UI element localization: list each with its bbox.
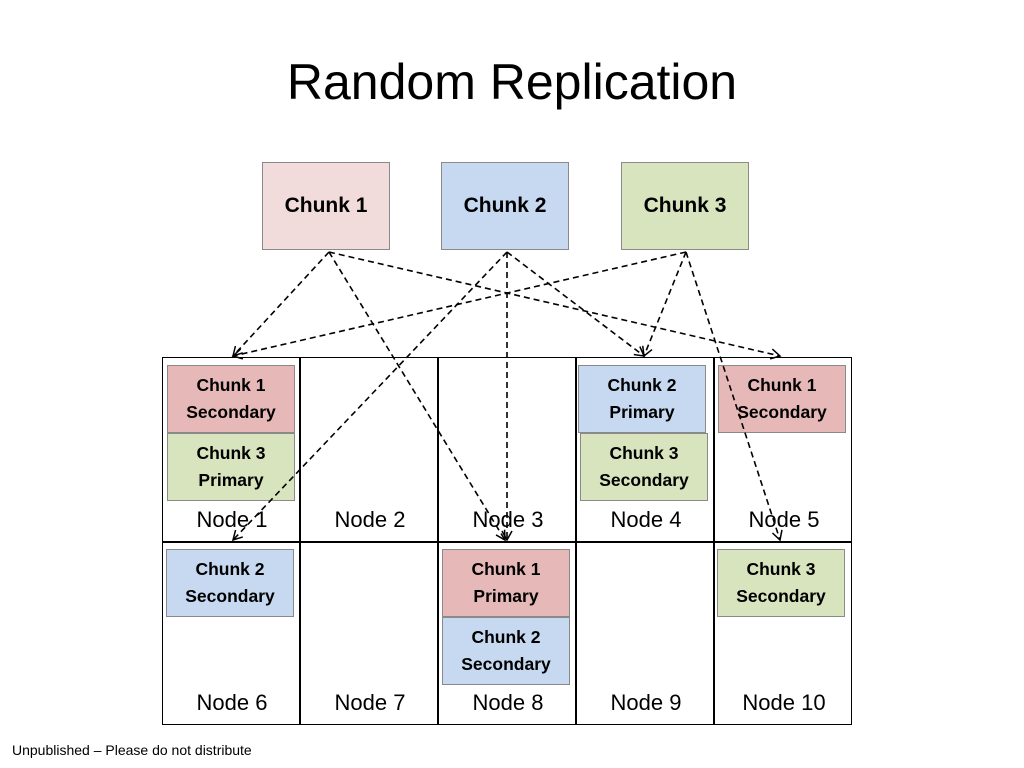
arrow-chunk1-to-node1 [231,251,330,358]
replica-chunk: Chunk 3 [746,559,816,579]
replica-node6-chunk2-secondary: Chunk 2 Secondary [166,549,294,617]
replica-role: Primary [609,402,675,422]
footer-note: Unpublished – Please do not distribute [12,742,252,758]
replica-node1-chunk3-primary: Chunk 3 Primary [167,433,295,501]
node-10-label: Node 10 [742,690,826,715]
chunk-1-box: Chunk 1 [262,162,390,250]
replica-role: Primary [473,586,539,606]
replica-role: Secondary [737,402,827,422]
chunk-2-label: Chunk 2 [463,194,547,217]
replica-role: Secondary [185,586,275,606]
replica-chunk: Chunk 2 [195,559,265,579]
replica-node4-chunk2-primary: Chunk 2 Primary [578,365,706,433]
node-5-label: Node 5 [748,507,820,532]
replica-chunk: Chunk 1 [196,375,266,395]
node-1-label: Node 1 [196,507,268,532]
grid-divider [163,541,851,543]
replica-chunk: Chunk 1 [471,559,541,579]
replica-role: Secondary [186,402,276,422]
replica-chunk: Chunk 2 [471,627,541,647]
replica-node1-chunk1-secondary: Chunk 1 Secondary [167,365,295,433]
replica-role: Secondary [599,470,689,490]
replica-chunk: Chunk 1 [747,375,817,395]
arrow-chunk2-to-node4 [506,251,646,357]
replica-role: Secondary [461,654,551,674]
page-title: Random Replication [286,54,738,110]
replica-role: Secondary [736,586,826,606]
replica-node5-chunk1-secondary: Chunk 1 Secondary [718,365,846,433]
replica-node8-chunk2-secondary: Chunk 2 Secondary [442,617,570,685]
node-9-label: Node 9 [610,690,682,715]
node-4-label: Node 4 [610,507,682,532]
replica-chunk: Chunk 2 [607,375,677,395]
replica-node10-chunk3-secondary: Chunk 3 Secondary [717,549,845,617]
node-7-label: Node 7 [334,690,406,715]
node-6-label: Node 6 [196,690,268,715]
replica-node4-chunk3-secondary: Chunk 3 Secondary [580,433,708,501]
chunk-3-box: Chunk 3 [621,162,749,250]
replica-node8-chunk1-primary: Chunk 1 Primary [442,549,570,617]
node-8-label: Node 8 [472,690,544,715]
replica-role: Primary [198,470,264,490]
replica-chunk: Chunk 3 [609,443,679,463]
chunk-2-box: Chunk 2 [441,162,569,250]
arrow-chunk1-to-node5 [328,251,782,360]
node-2-label: Node 2 [334,507,406,532]
replica-chunk: Chunk 3 [196,443,266,463]
node-3-label: Node 3 [472,507,544,532]
chunk-1-label: Chunk 1 [284,194,368,217]
arrow-chunk3-to-node4 [641,251,687,358]
chunk-3-label: Chunk 3 [643,194,727,217]
arrow-chunk3-to-node1 [231,251,687,360]
